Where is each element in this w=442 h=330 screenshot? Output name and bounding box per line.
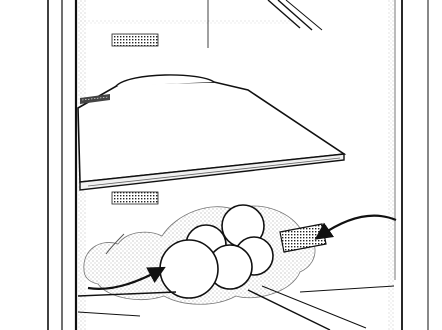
side-control-panel: [279, 223, 327, 253]
fan-circle: [159, 239, 219, 299]
drawer-edge: [261, 285, 367, 329]
vent-grille-icon: [111, 33, 159, 47]
upper-rails: [207, 0, 323, 48]
crisper-floor: [77, 285, 395, 330]
upper-vent-grille: [111, 33, 159, 47]
cabinet-walls: [47, 0, 429, 330]
cooling-fan-icon: [159, 204, 274, 299]
air-flow-arrow-icon: [314, 214, 397, 240]
rail-line: [285, 0, 323, 31]
shelf-surface: [77, 81, 347, 183]
shelf-edge-highlight: [87, 157, 341, 187]
glass-shelf: [77, 74, 347, 191]
air-flow-arrow-icon: [87, 266, 166, 290]
air-flow-arrows: [87, 214, 397, 290]
floor-line: [77, 311, 141, 317]
rail-line: [277, 0, 313, 31]
vent-grille-icon: [279, 223, 327, 253]
floor-line: [77, 291, 177, 297]
drawer-edge: [247, 289, 331, 330]
shelf-back-lip: [115, 74, 215, 87]
cloud-wisp: [105, 233, 125, 255]
vent-grille-icon: [111, 191, 159, 205]
lower-vent-grille: [111, 191, 159, 205]
rail-line: [267, 0, 301, 29]
shelf-support-bracket: [80, 94, 110, 104]
drawer-top-line: [299, 285, 395, 293]
shelf-bracket-detail: [81, 96, 109, 101]
